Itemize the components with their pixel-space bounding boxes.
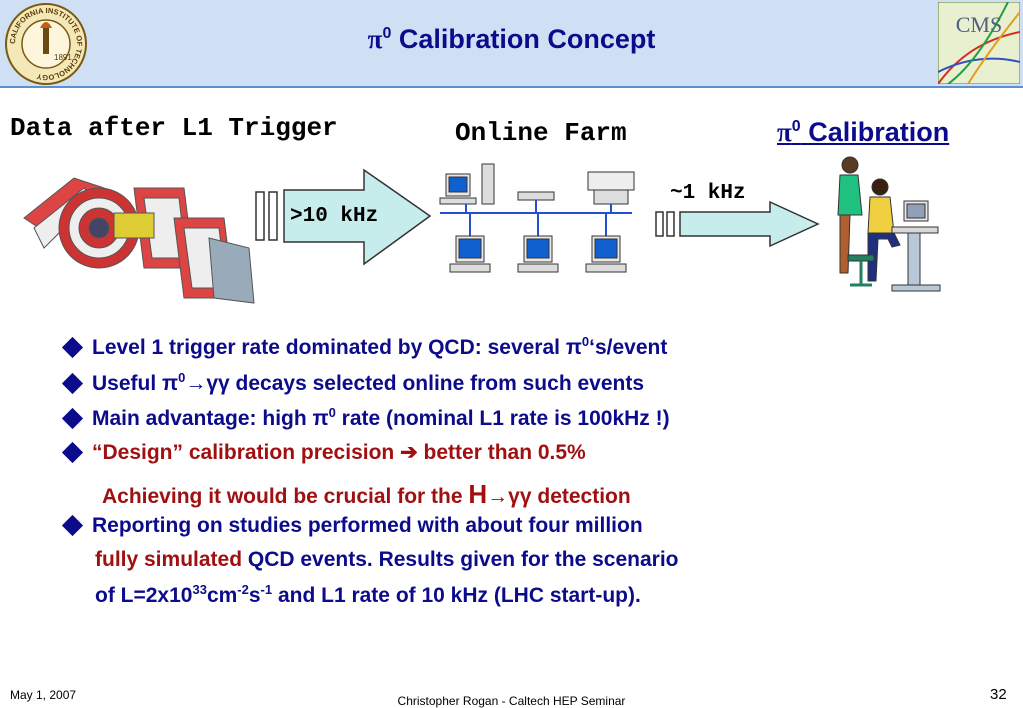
title-symbol: π [367, 24, 383, 54]
calib-sup: 0 [791, 118, 801, 135]
calib-text: Calibration [800, 117, 950, 147]
header-band [0, 0, 1023, 86]
detector-illustration [23, 177, 255, 304]
seal-year: 1891 [54, 53, 72, 62]
people-at-computer-illustration [837, 156, 941, 292]
page-number: 32 [990, 686, 1007, 703]
bullet-item-5: Reporting on studies performed with abou… [60, 514, 643, 538]
rate-in-arrow [255, 168, 432, 266]
diamond-bullet-icon [61, 441, 84, 464]
bullet-item-3: Main advantage: high π0 rate (nominal L1… [60, 405, 670, 431]
cms-logo: CMS [938, 2, 1020, 84]
right-arrow-icon: ➔ [400, 441, 418, 464]
online-farm-network [439, 163, 635, 273]
diamond-bullet-icon [61, 514, 84, 537]
title-sup: 0 [382, 25, 392, 42]
caltech-seal-logo: CALIFORNIA INSTITUTE OF TECHNOLOGY 1891 [5, 3, 87, 85]
title-text: Calibration Concept [391, 24, 656, 54]
footer-author: Christopher Rogan - Caltech HEP Seminar [397, 694, 626, 708]
bullet-item-2: Useful π0→γγ decays selected online from… [60, 370, 644, 396]
page-title: π0 Calibration Concept [0, 24, 1023, 55]
diamond-bullet-icon [61, 372, 84, 395]
calib-symbol: π [777, 117, 792, 147]
bullet-item-4: “Design” calibration precision ➔ better … [60, 440, 586, 465]
bullet-item-4-continuation: Achieving it would be crucial for the H→… [102, 479, 631, 509]
rate-out-arrow [655, 200, 820, 248]
bullet-item-5-line3: of L=2x1033cm-2s-1 and L1 rate of 10 kHz… [95, 582, 641, 607]
diamond-bullet-icon [61, 336, 84, 359]
rate-out-label: ~1 kHz [670, 182, 746, 205]
label-online-farm: Online Farm [455, 118, 627, 148]
label-pi0-calibration: π0 Calibration [777, 117, 949, 148]
diamond-bullet-icon [61, 407, 84, 430]
cms-logo-text: CMS [956, 12, 1002, 37]
rate-in-label: >10 kHz [290, 205, 379, 228]
footer-date: May 1, 2007 [10, 688, 77, 702]
header-divider [0, 86, 1023, 88]
bullet-item-1: Level 1 trigger rate dominated by QCD: s… [60, 334, 667, 360]
label-data-after-l1: Data after L1 Trigger [10, 113, 338, 143]
bullet-item-5-line2: fully simulated QCD events. Results give… [95, 548, 679, 571]
